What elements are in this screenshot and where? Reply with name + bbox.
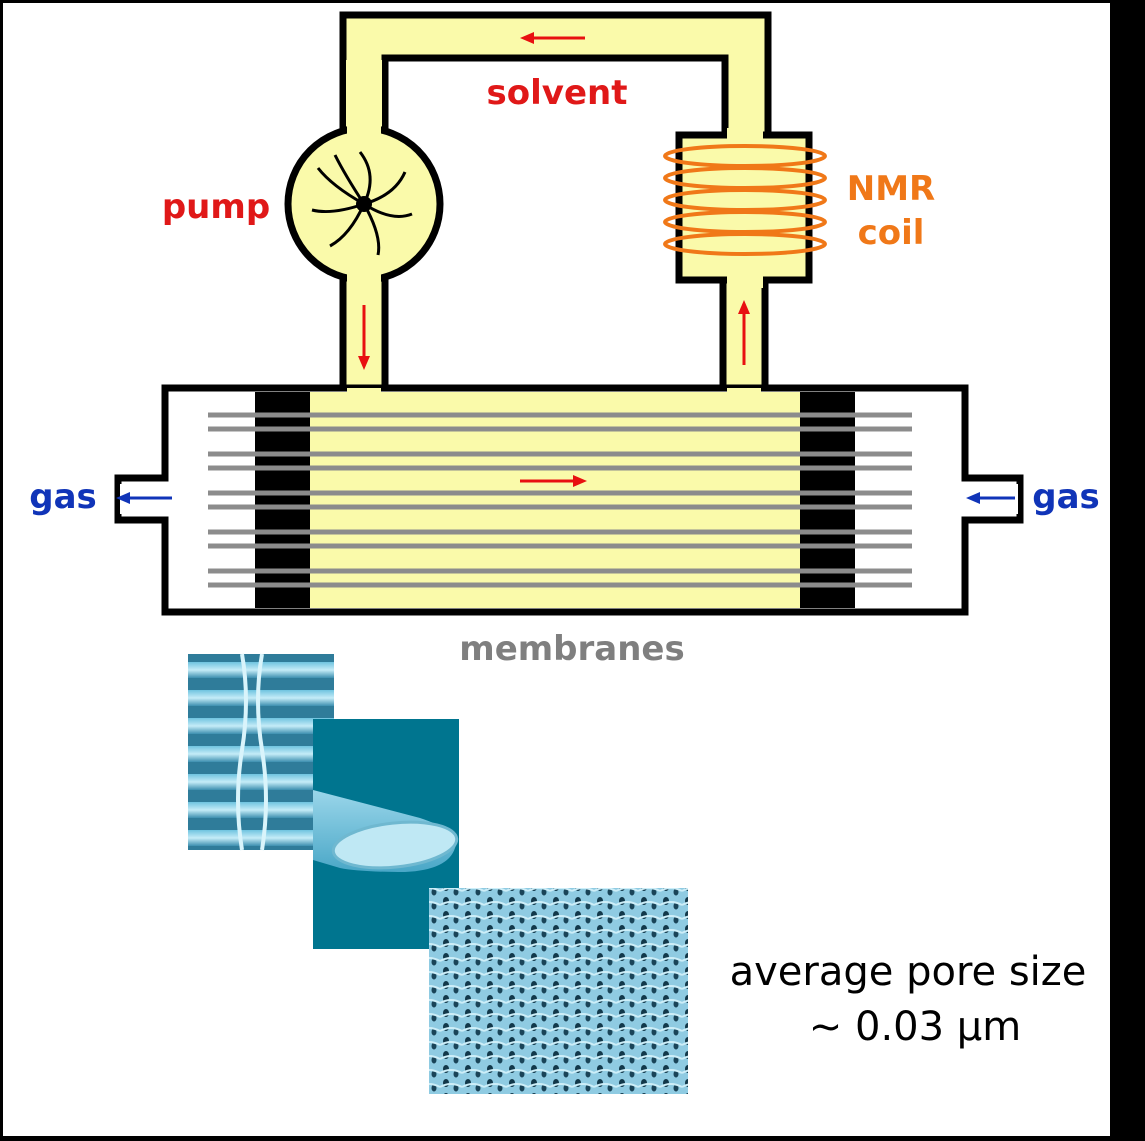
pump bbox=[284, 120, 444, 286]
membrane-module bbox=[114, 384, 1024, 616]
arrow-down-left-pipe bbox=[358, 305, 370, 370]
pore-size-value: ~ 0.03 µm bbox=[809, 1004, 1021, 1050]
gas-arrow-left bbox=[116, 492, 172, 504]
fiber-bundle-micrograph bbox=[188, 653, 334, 851]
membranes-label: membranes bbox=[459, 629, 684, 669]
gas-right-label: gas bbox=[1032, 477, 1100, 517]
potting-left bbox=[255, 392, 310, 608]
solvent-label: solvent bbox=[487, 73, 628, 113]
flow-arrows bbox=[358, 32, 750, 487]
nmr-label: NMR bbox=[847, 169, 935, 209]
membrane-tubes bbox=[208, 412, 912, 588]
nmr-cell bbox=[663, 128, 827, 288]
gas-arrows bbox=[116, 492, 1015, 504]
gas-left-label: gas bbox=[29, 477, 97, 517]
arrow-left-top bbox=[520, 32, 585, 44]
coil-label: coil bbox=[858, 213, 925, 253]
arrow-right-shell bbox=[520, 475, 587, 487]
potting-right bbox=[800, 392, 855, 608]
pore-surface-micrograph bbox=[429, 888, 688, 1094]
pump-label: pump bbox=[162, 187, 270, 227]
gas-arrow-right bbox=[966, 492, 1015, 504]
arrow-up-right-pipe bbox=[738, 300, 750, 365]
shell-solvent bbox=[310, 392, 800, 608]
pore-size-caption: average pore size bbox=[730, 949, 1087, 995]
